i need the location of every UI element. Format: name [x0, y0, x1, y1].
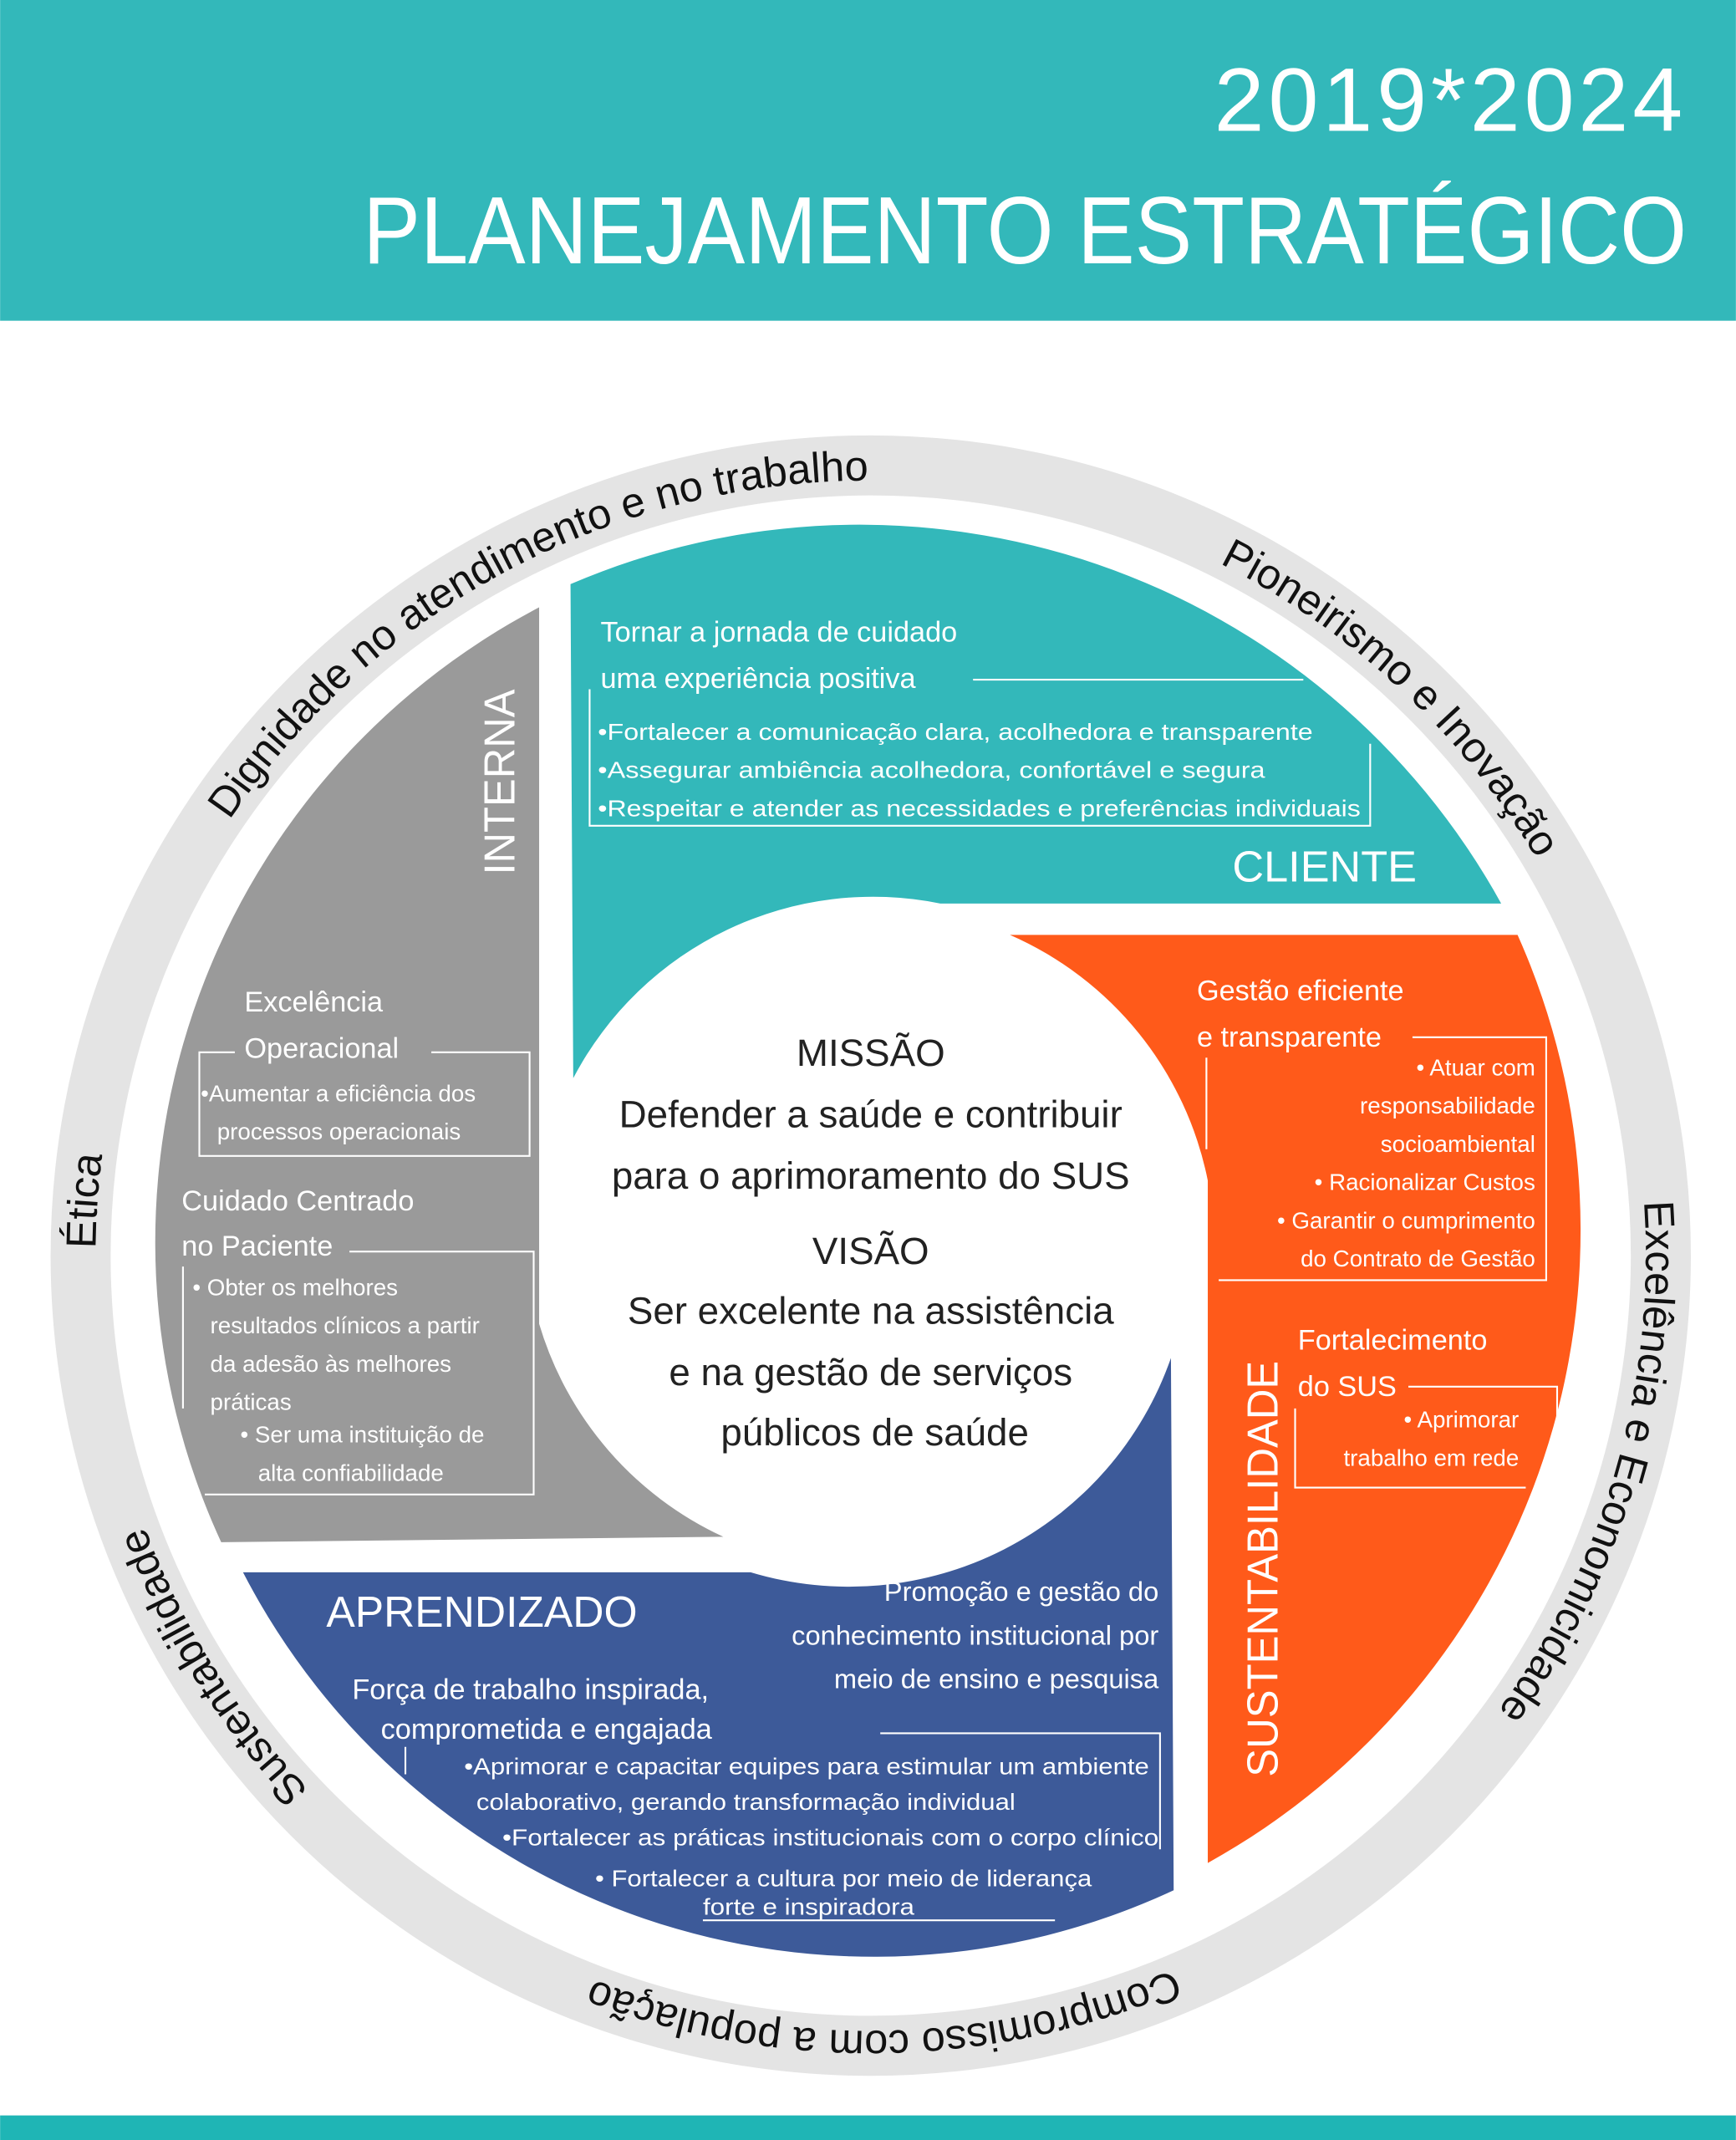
interna-bullet: • Ser uma instituição de [240, 1422, 484, 1448]
sust-bullet: • Racionalizar Custos [1315, 1169, 1535, 1195]
aprend-objective-line: Força de trabalho inspirada, [352, 1674, 709, 1706]
sust-objective-line: e transparente [1197, 1022, 1382, 1053]
cliente-bullet: •Fortalecer a comunicação clara, acolhed… [598, 719, 1313, 745]
aprend-objective-line: meio de ensino e pesquisa [834, 1664, 1159, 1694]
aprend-objective-line: Promoção e gestão do [884, 1576, 1158, 1607]
aprend-objective-line: conhecimento institucional por [792, 1619, 1158, 1650]
interna-objective-line: Cuidado Centrado [181, 1185, 414, 1217]
interna-quadrant [155, 607, 724, 1542]
interna-objective-line: Excelência [244, 986, 384, 1018]
cliente-bullet: •Assegurar ambiência acolhedora, confort… [598, 757, 1265, 783]
sust-objective-line: Fortalecimento [1298, 1325, 1488, 1357]
interna-objective-line: Operacional [244, 1032, 399, 1064]
cliente-bullet: •Respeitar e atender as necessidades e p… [598, 795, 1361, 821]
mission-text: para o aprimoramento do SUS [612, 1154, 1130, 1197]
header-years: 2019*2024 [1214, 49, 1687, 150]
cliente-objective-line: uma experiência positiva [600, 663, 916, 695]
aprend-bullet: colaborativo, gerando transformação indi… [476, 1789, 1016, 1815]
interna-bullet: resultados clínicos a partir [211, 1312, 480, 1338]
vision-label: VISÃO [812, 1230, 929, 1272]
cliente-objective-line: Tornar a jornada de cuidado [600, 616, 957, 648]
footer-band [0, 2115, 1736, 2140]
value-sustentabilidade: Sustentabilidade [109, 1523, 316, 1816]
aprend-bullet: • Fortalecer a cultura por meio de lider… [595, 1865, 1092, 1891]
aprend-bullet: forte e inspiradora [703, 1894, 915, 1920]
interna-bullet: práticas [211, 1389, 292, 1415]
sustentabilidade-content: Gestão eficiente e transparente • Atuar … [1197, 976, 1559, 1777]
interna-bullet: processos operacionais [217, 1118, 461, 1144]
mission-vision: MISSÃO Defender a saúde e contribuir par… [612, 1032, 1130, 1454]
aprendizado-quadrant [242, 1358, 1174, 1957]
value-compromisso: Compromisso com a população [580, 1961, 1189, 2070]
cliente-quadrant [570, 524, 1502, 1078]
interna-bullet: •Aumentar a eficiência dos [201, 1081, 476, 1107]
vision-text: Ser excelente na assistência [628, 1290, 1114, 1332]
sust-bullet: • Aprimorar [1404, 1407, 1520, 1433]
aprendizado-content: APRENDIZADO Promoção e gestão do conheci… [326, 1576, 1161, 1922]
sust-bullet: • Garantir o cumprimento [1277, 1207, 1535, 1233]
mission-label: MISSÃO [797, 1032, 945, 1074]
aprend-objective-line: comprometida e engajada [381, 1714, 713, 1745]
vision-text: e na gestão de serviços [669, 1351, 1072, 1394]
sust-bullet: do Contrato de Gestão [1301, 1246, 1535, 1271]
values-ring [50, 435, 1691, 2076]
cliente-label: CLIENTE [1232, 843, 1417, 892]
aprendizado-label: APRENDIZADO [326, 1588, 637, 1637]
interna-bullet: • Obter os melhores [192, 1274, 398, 1300]
sustentabilidade-label: SUSTENTABILIDADE [1239, 1361, 1287, 1777]
sust-bullet: responsabilidade [1360, 1093, 1535, 1118]
interna-bullet: alta confiabilidade [258, 1460, 444, 1485]
sust-objective-line: do SUS [1298, 1371, 1397, 1403]
interna-bullet: da adesão às melhores [211, 1351, 451, 1377]
sust-objective-line: Gestão eficiente [1197, 976, 1404, 1007]
header-band [0, 0, 1736, 321]
sust-bullet: socioambiental [1381, 1131, 1535, 1157]
mission-text: Defender a saúde e contribuir [619, 1093, 1123, 1136]
value-etica: Ética [57, 1149, 111, 1249]
cliente-content: Tornar a jornada de cuidado uma experiên… [588, 616, 1417, 892]
interna-label: INTERNA [476, 689, 525, 874]
sustentabilidade-quadrant [1010, 935, 1581, 1863]
sust-bullet: • Atuar com [1417, 1055, 1535, 1081]
aprend-bullet: •Aprimorar e capacitar equipes para esti… [464, 1753, 1149, 1779]
interna-content: INTERNA Excelência Operacional •Aumentar… [181, 689, 535, 1495]
header-title: PLANEJAMENTO ESTRATÉGICO [363, 178, 1687, 284]
aprend-bullet: •Fortalecer as práticas institucionais c… [502, 1824, 1158, 1850]
interna-objective-line: no Paciente [181, 1230, 333, 1262]
sust-bullet: trabalho em rede [1343, 1444, 1519, 1470]
vision-text: públicos de saúde [720, 1411, 1028, 1454]
